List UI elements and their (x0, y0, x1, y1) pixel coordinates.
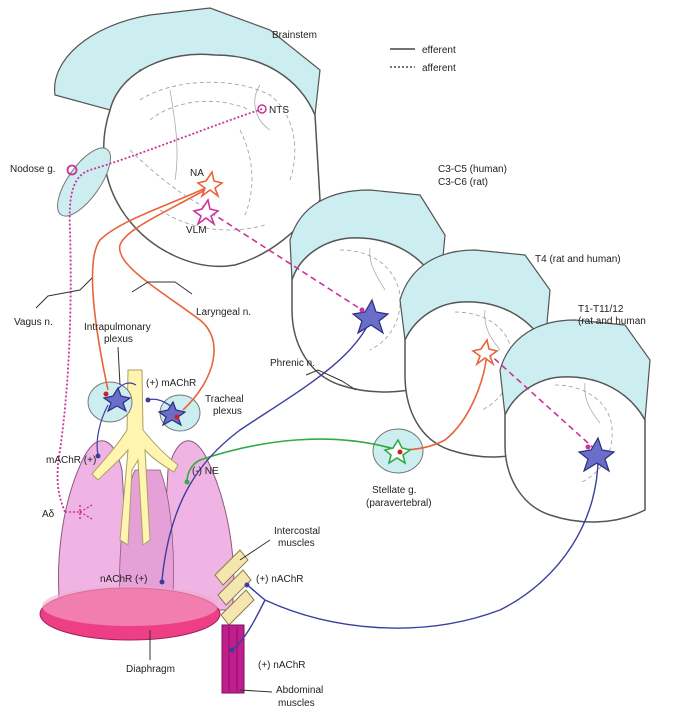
intrapulmonary-pointer (118, 347, 120, 385)
nAChR-left-label: nAChR (+) (100, 574, 148, 585)
synapse-dot (398, 450, 403, 455)
abdominal-pointer (240, 690, 272, 692)
ne-minus-label: (-) NE (192, 466, 219, 477)
phrenic-label: Phrenic n. (270, 358, 315, 369)
synapse-dot (175, 415, 180, 420)
vlm-label: VLM (186, 225, 207, 236)
laryngeal-label: Laryngeal n. (196, 307, 251, 318)
diaphragm-label: Diaphragm (126, 664, 175, 675)
synapse-dot (586, 445, 591, 450)
intrapulmonary-label-1: Intrapulmonary (84, 322, 151, 333)
nAChR-right-label: (+) nAChR (256, 574, 304, 585)
tracheal-label-1: Tracheal (205, 394, 244, 405)
legend: efferent afferent (390, 45, 456, 74)
abdominal-muscle (222, 625, 244, 693)
synapse-dot (245, 583, 250, 588)
vagus-nerve-marker (36, 278, 92, 308)
mAChR-plus-label: (+) mAChR (146, 378, 196, 389)
legend-afferent-label: afferent (422, 63, 456, 74)
brainstem-label: Brainstem (272, 30, 317, 41)
muscles (215, 550, 254, 693)
synapse-dot (146, 398, 151, 403)
intercostal-label-1: Intercostal (274, 526, 320, 537)
stellate-label-1: Stellate g. (372, 485, 416, 496)
intercostal-label-2: muscles (278, 538, 315, 549)
t1-label-line1: T1-T11/12 (578, 304, 624, 315)
nts-label: NTS (269, 105, 289, 116)
mAChR-left-label: mAChR (+) (46, 455, 96, 466)
intercostal-pointer (240, 540, 270, 560)
c3-rat-label: C3-C6 (rat) (438, 177, 488, 188)
a-delta-label: Aδ (42, 509, 55, 520)
synapse-dot (104, 392, 109, 397)
tracheal-label-2: plexus (213, 406, 242, 417)
synapse-dot (230, 648, 235, 653)
intrapulmonary-label-2: plexus (104, 334, 133, 345)
t1-label-line2: (rat and human (578, 316, 646, 327)
legend-efferent-label: efferent (422, 45, 456, 56)
stellate-label-2: (paravertebral) (366, 498, 432, 509)
c3-human-label: C3-C5 (human) (438, 164, 507, 175)
synapse-dot (160, 580, 165, 585)
vagus-label: Vagus n. (14, 317, 53, 328)
nAChR-lower-label: (+) nAChR (258, 660, 306, 671)
na-label: NA (190, 168, 204, 179)
synapse-dot (360, 308, 365, 313)
spinal-section-t1-t11 (500, 320, 650, 522)
synapse-dot (185, 480, 190, 485)
diaphragm-top (42, 586, 218, 626)
abdominal-label-2: muscles (278, 698, 315, 709)
abdominal-label-1: Abdominal (276, 685, 323, 696)
t4-label: T4 (rat and human) (535, 254, 621, 265)
thorax (40, 370, 234, 640)
nodose-label: Nodose g. (10, 164, 56, 175)
